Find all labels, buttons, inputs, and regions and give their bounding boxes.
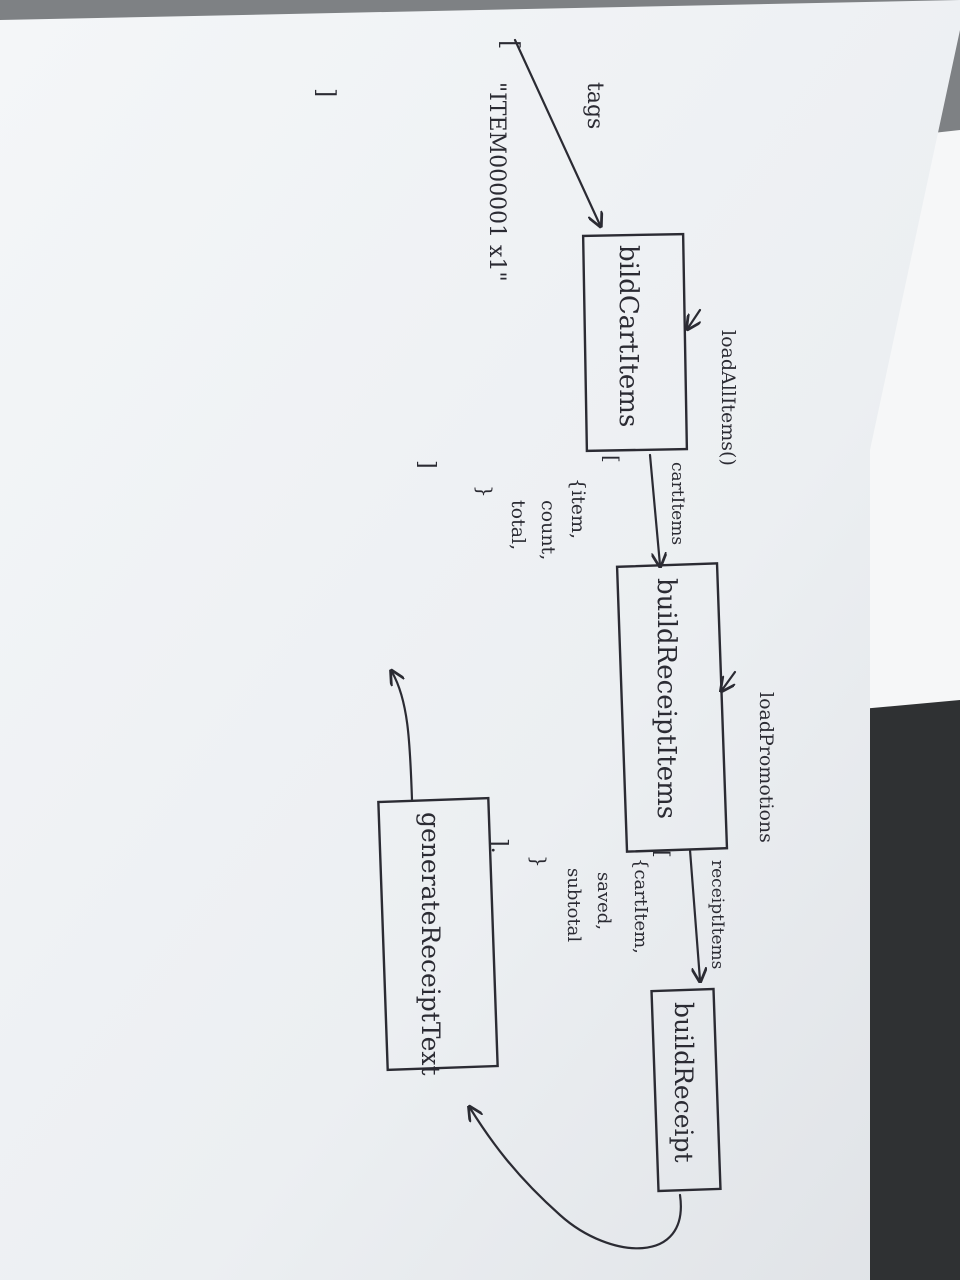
structure-line: } — [527, 855, 551, 868]
structure-line: } — [473, 485, 497, 498]
loader-label-load-promotions: loadPromotions — [755, 692, 777, 843]
loader-label-load-all-items: loadAllItems() — [717, 330, 739, 466]
node-build-cart-items: bildCartItems — [581, 232, 689, 453]
receipt-items-edge-arrow — [688, 848, 700, 980]
tags-input-arrow — [513, 38, 600, 225]
cart-items-edge-arrow — [648, 453, 660, 565]
structure-line: {cartItem, — [630, 858, 651, 954]
node-label-generate-receipt-text: generateReceiptText — [416, 812, 445, 1076]
cart-items-structure-note: [ {item, count, total, } ] — [414, 455, 624, 560]
node-box — [377, 796, 499, 1072]
structure-line: {item, — [567, 478, 589, 539]
node-box — [615, 562, 729, 853]
edge-label-receipt-items: receiptItems — [707, 860, 727, 969]
node-box — [650, 987, 722, 1193]
structure-line: saved, — [593, 872, 614, 930]
structure-line: total, — [507, 500, 529, 550]
node-label-build-receipt: buildReceipt — [669, 1002, 698, 1163]
node-build-receipt-items: buildReceiptItems — [615, 562, 729, 853]
input-example-value: "ITEM000001 x1" — [484, 82, 509, 282]
input-bracket-open: [ — [496, 40, 524, 49]
node-box — [581, 232, 689, 453]
build-receipt-to-text-arrow — [470, 1108, 682, 1250]
output-arrow — [392, 672, 414, 802]
structure-line: ]. — [486, 838, 511, 854]
load-all-items-arrow — [688, 308, 700, 328]
input-bracket-close: ] — [312, 88, 340, 97]
tags-label: tags — [582, 82, 607, 129]
receipt-items-structure-note: [ {cartItem, saved, subtotal } ]. — [486, 838, 675, 954]
node-label-build-receipt-items: buildReceiptItems — [651, 578, 681, 819]
structure-line: ] — [414, 460, 439, 469]
structure-line: count, — [537, 500, 559, 560]
node-generate-receipt-text: generateReceiptText — [377, 796, 499, 1076]
structure-line: [ — [651, 850, 675, 858]
structure-line: subtotal — [563, 868, 584, 942]
structure-line: [ — [600, 455, 624, 463]
load-promotions-arrow — [722, 670, 737, 690]
node-build-receipt: buildReceipt — [650, 987, 722, 1193]
node-label-build-cart-items: bildCartItems — [613, 245, 643, 427]
edge-label-cart-items: cartItems — [667, 462, 687, 545]
